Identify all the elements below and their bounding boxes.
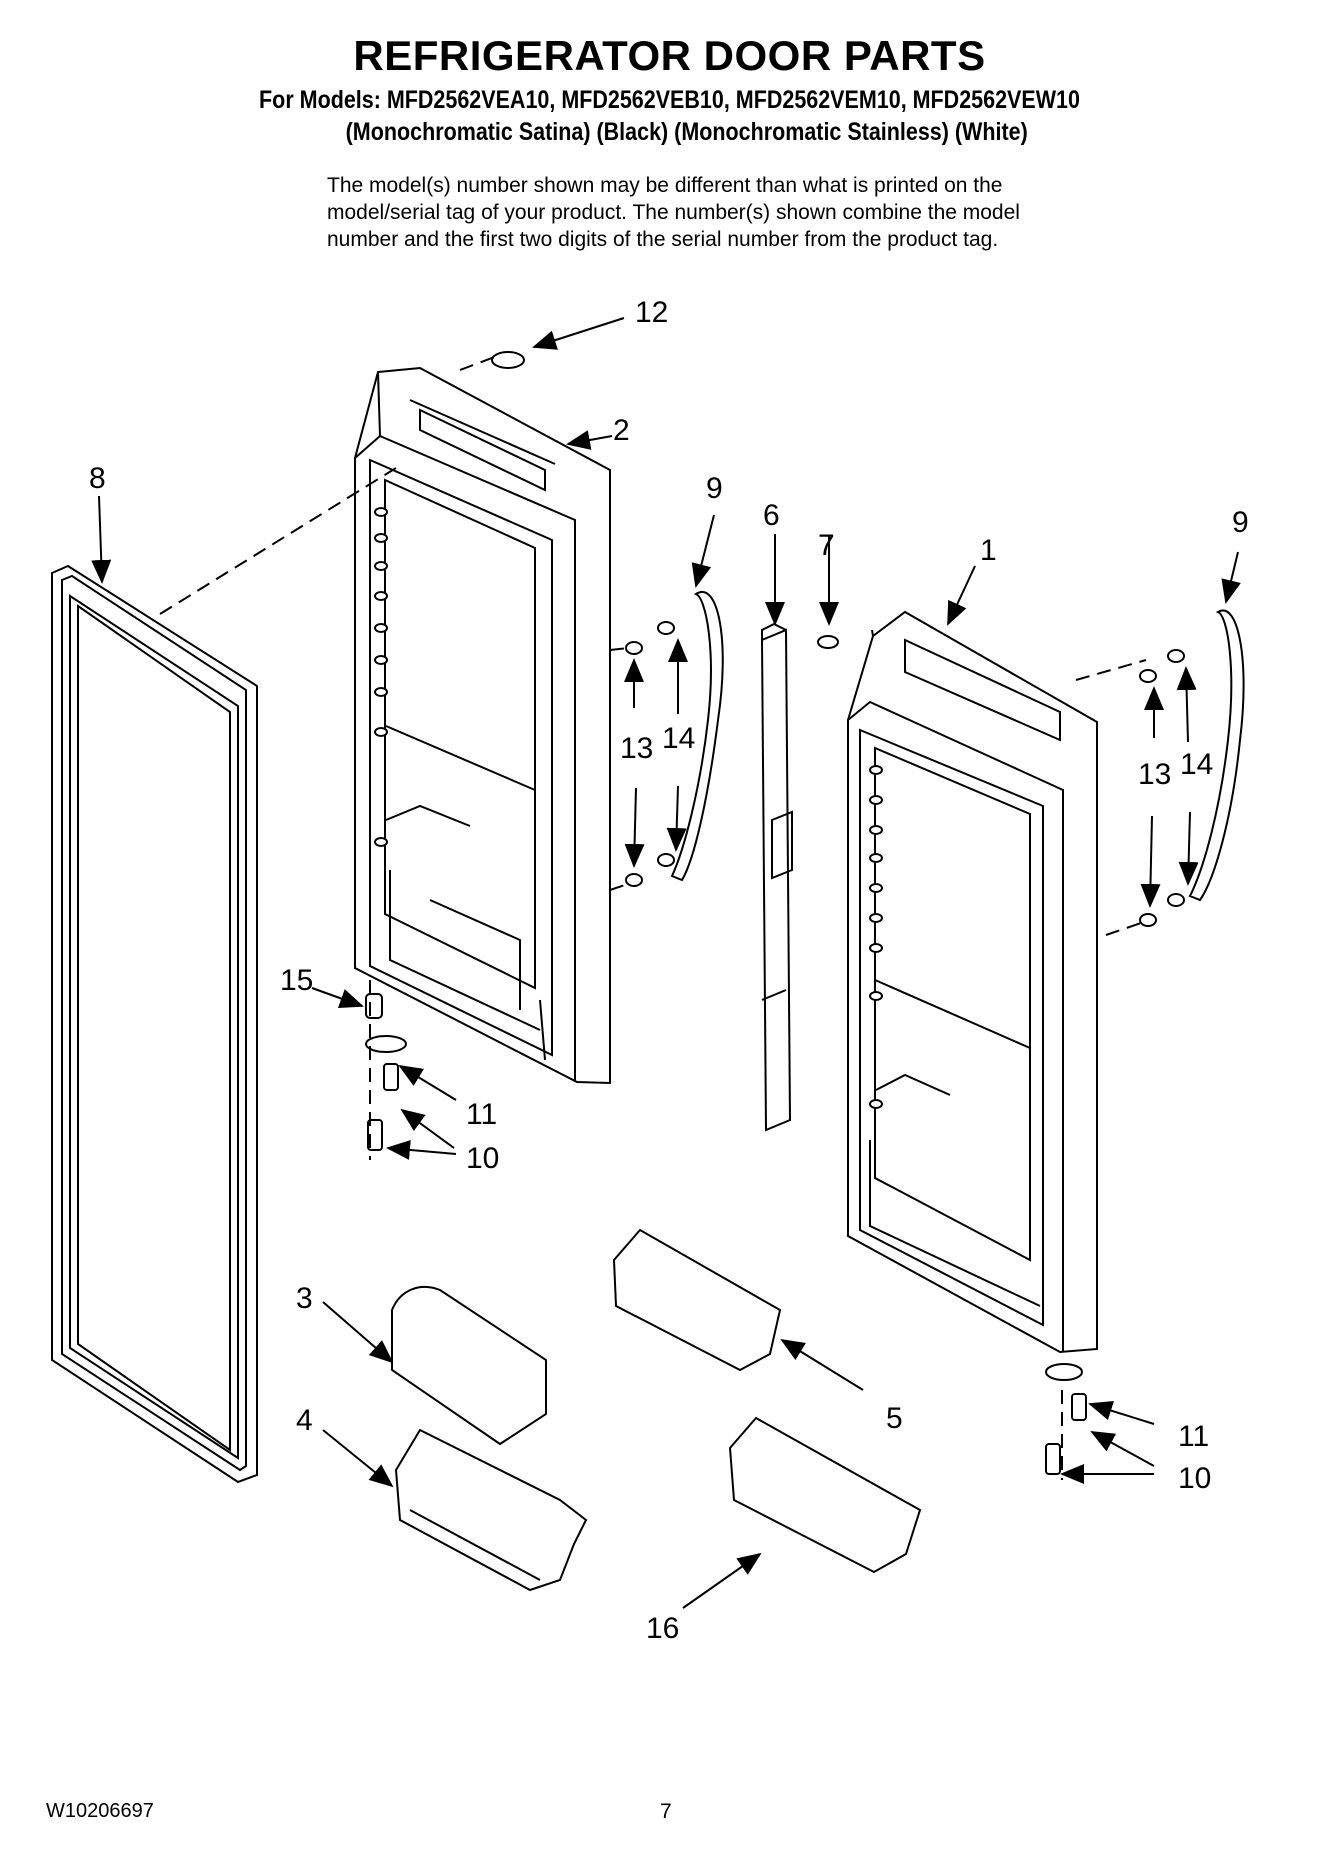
callout-12: 12	[635, 296, 668, 329]
assembly-dash-lines	[159, 354, 1147, 1480]
callout-4: 4	[296, 1404, 313, 1437]
page-number: 7	[660, 1800, 672, 1823]
callout-15: 15	[280, 964, 313, 997]
callout-11-left: 11	[466, 1098, 497, 1131]
document-number: W10206697	[46, 1800, 154, 1822]
right-door	[847, 610, 1098, 1354]
model-colors: (Monochromatic Satina) (Black) (Monochro…	[345, 118, 1028, 146]
door-bin-small	[612, 1228, 782, 1372]
callout-9-left: 9	[706, 472, 723, 505]
callout-14-right: 14	[1180, 748, 1213, 781]
note-line-3: number and the first two digits of the s…	[327, 228, 999, 251]
left-hinge-hardware	[365, 993, 407, 1151]
flipper-mullion	[760, 622, 793, 1132]
right-door-shelf-holes	[869, 765, 883, 1109]
left-door	[354, 366, 611, 1085]
callout-10-left: 10	[466, 1142, 499, 1175]
leader-arrows	[91, 317, 1241, 1609]
callout-9-right: 9	[1232, 506, 1249, 539]
left-door-shelf-holes	[374, 507, 388, 847]
door-handles	[670, 591, 1245, 902]
top-cap	[491, 351, 525, 369]
callout-14-left: 14	[662, 722, 695, 755]
note-line-2: model/serial tag of your product. The nu…	[327, 201, 1020, 224]
callout-13-left: 13	[620, 732, 653, 765]
note-line-1: The model(s) number shown may be differe…	[327, 174, 1003, 197]
callout-3: 3	[296, 1282, 313, 1315]
callout-8: 8	[89, 462, 106, 495]
door-bin-large	[728, 1416, 922, 1574]
callout-2: 2	[613, 414, 630, 447]
callout-5: 5	[886, 1402, 903, 1435]
dairy-bin-cover	[391, 1285, 547, 1446]
callout-10-right: 10	[1178, 1462, 1211, 1495]
model-note: The model(s) number shown may be differe…	[327, 172, 1127, 253]
model-list: For Models: MFD2562VEA10, MFD2562VEB10, …	[259, 86, 1080, 114]
callout-6: 6	[763, 499, 780, 532]
door-gasket	[51, 564, 258, 1484]
callout-11-right: 11	[1178, 1420, 1209, 1453]
handle-fasteners	[625, 621, 1185, 927]
callout-16: 16	[646, 1612, 679, 1645]
page-title: REFRIGERATOR DOOR PARTS	[353, 32, 986, 79]
right-hinge-hardware	[1045, 1363, 1087, 1475]
callout-13-right: 13	[1138, 758, 1171, 791]
callout-1: 1	[980, 534, 997, 567]
callout-7: 7	[818, 529, 835, 562]
dairy-bin-base	[394, 1428, 588, 1592]
